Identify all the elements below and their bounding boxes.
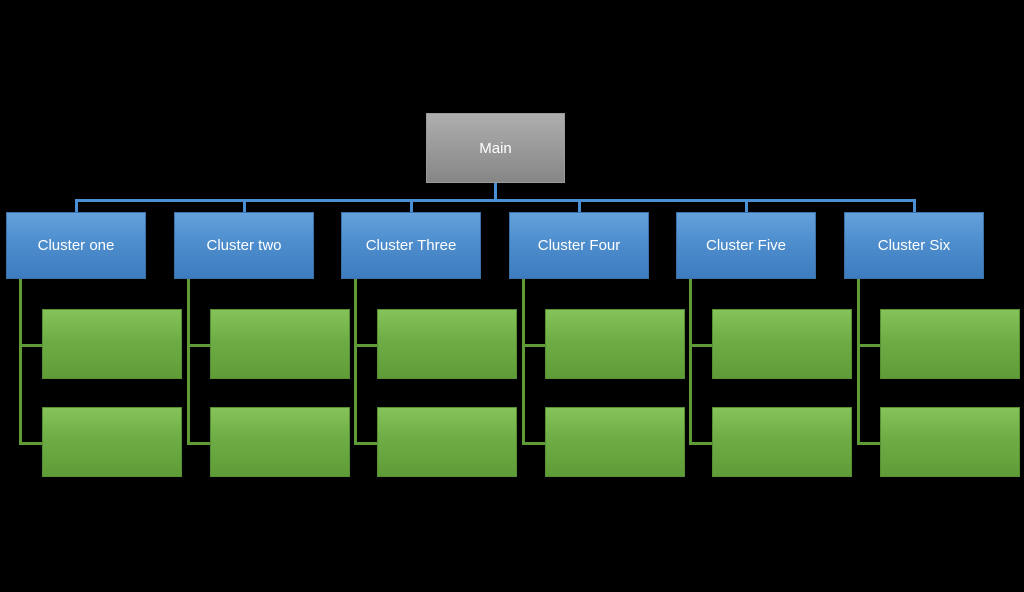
cluster-group: Cluster Six bbox=[844, 199, 1020, 477]
child-node[interactable] bbox=[880, 309, 1020, 379]
connector-branch-elbow bbox=[522, 442, 545, 445]
connector-branch-elbow bbox=[354, 442, 377, 445]
connector-branch-vertical bbox=[689, 279, 692, 445]
connector-branch-elbow bbox=[19, 344, 42, 347]
connector-bus bbox=[76, 199, 916, 202]
connector-drop bbox=[912, 199, 916, 212]
connector-branch-elbow bbox=[857, 344, 880, 347]
connector-branch-elbow bbox=[354, 344, 377, 347]
connector-stem bbox=[494, 183, 497, 200]
connector-branch-elbow bbox=[689, 442, 712, 445]
child-node[interactable] bbox=[545, 309, 685, 379]
connector-branch-vertical bbox=[19, 279, 22, 445]
child-node[interactable] bbox=[42, 309, 182, 379]
connector-branch-vertical bbox=[857, 279, 860, 445]
connector-branch-elbow bbox=[187, 344, 210, 347]
cluster-group: Cluster Three bbox=[341, 199, 517, 477]
cluster-node-label: Cluster one bbox=[37, 237, 115, 254]
child-node[interactable] bbox=[210, 309, 350, 379]
cluster-node[interactable]: Cluster Six bbox=[844, 212, 984, 279]
cluster-node-label: Cluster Six bbox=[877, 237, 951, 254]
connector-branch-elbow bbox=[689, 344, 712, 347]
cluster-group: Cluster Five bbox=[676, 199, 852, 477]
child-node[interactable] bbox=[210, 407, 350, 477]
cluster-node[interactable]: Cluster Five bbox=[676, 212, 816, 279]
child-node[interactable] bbox=[377, 309, 517, 379]
root-node-label: Main bbox=[479, 139, 512, 157]
cluster-node-label: Cluster Three bbox=[365, 237, 457, 254]
connector-drop bbox=[744, 199, 748, 212]
child-node[interactable] bbox=[377, 407, 517, 477]
connector-drop bbox=[242, 199, 246, 212]
connector-drop bbox=[74, 199, 78, 212]
cluster-node[interactable]: Cluster Three bbox=[341, 212, 481, 279]
connector-branch-elbow bbox=[19, 442, 42, 445]
cluster-node[interactable]: Cluster one bbox=[6, 212, 146, 279]
cluster-node[interactable]: Cluster two bbox=[174, 212, 314, 279]
cluster-group: Cluster two bbox=[174, 199, 350, 477]
connector-branch-elbow bbox=[187, 442, 210, 445]
child-node[interactable] bbox=[712, 309, 852, 379]
cluster-node-label: Cluster Four bbox=[537, 237, 621, 254]
child-node[interactable] bbox=[545, 407, 685, 477]
connector-drop bbox=[577, 199, 581, 212]
connector-branch-elbow bbox=[857, 442, 880, 445]
root-node[interactable]: Main bbox=[426, 113, 565, 183]
child-node[interactable] bbox=[712, 407, 852, 477]
cluster-node-label: Cluster two bbox=[206, 237, 282, 254]
connector-branch-vertical bbox=[354, 279, 357, 445]
cluster-node-label: Cluster Five bbox=[705, 237, 787, 254]
cluster-node[interactable]: Cluster Four bbox=[509, 212, 649, 279]
connector-branch-vertical bbox=[187, 279, 190, 445]
cluster-group: Cluster Four bbox=[509, 199, 685, 477]
child-node[interactable] bbox=[42, 407, 182, 477]
child-node[interactable] bbox=[880, 407, 1020, 477]
connector-branch-elbow bbox=[522, 344, 545, 347]
connector-drop bbox=[409, 199, 413, 212]
cluster-group: Cluster one bbox=[6, 199, 182, 477]
connector-branch-vertical bbox=[522, 279, 525, 445]
